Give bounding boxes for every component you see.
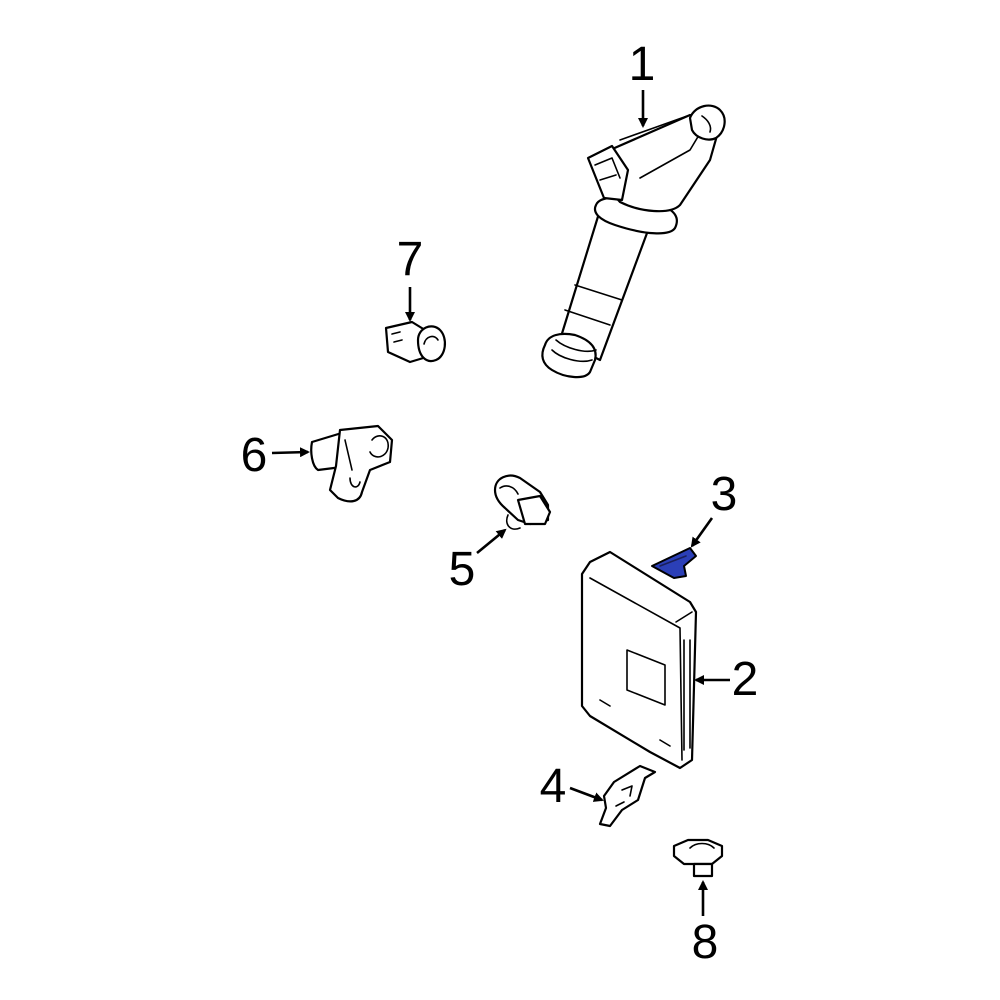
callout-label-4: 4 [540, 760, 567, 813]
callout-label-7: 7 [397, 233, 424, 286]
callout-3: 3 [690, 468, 738, 548]
part-8-bolt[interactable] [672, 838, 724, 878]
part-6-crank-sensor[interactable] [310, 424, 394, 503]
callout-label-3: 3 [711, 468, 738, 521]
callout-1: 1 [629, 38, 656, 128]
callout-label-6: 6 [241, 429, 268, 482]
callout-label-1: 1 [629, 38, 656, 91]
part-1-ignition-coil[interactable] [541, 104, 726, 379]
part-4-mounting-bracket[interactable] [598, 764, 657, 828]
part-5-cam-sensor[interactable] [493, 474, 552, 530]
callout-7: 7 [397, 233, 424, 322]
callout-4: 4 [540, 760, 604, 813]
part-3-highlight-shape [651, 547, 697, 579]
callout-6: 6 [241, 429, 310, 482]
part-7-sensor[interactable] [384, 320, 446, 364]
callout-label-8: 8 [692, 916, 719, 969]
callout-label-2: 2 [732, 653, 759, 706]
part-2-engine-control-module[interactable] [580, 550, 698, 770]
callout-2: 2 [694, 653, 759, 706]
part-3-ecm-bracket[interactable] [651, 547, 697, 579]
callout-label-5: 5 [449, 543, 476, 596]
callout-8: 8 [692, 880, 719, 969]
callout-5: 5 [449, 528, 507, 596]
